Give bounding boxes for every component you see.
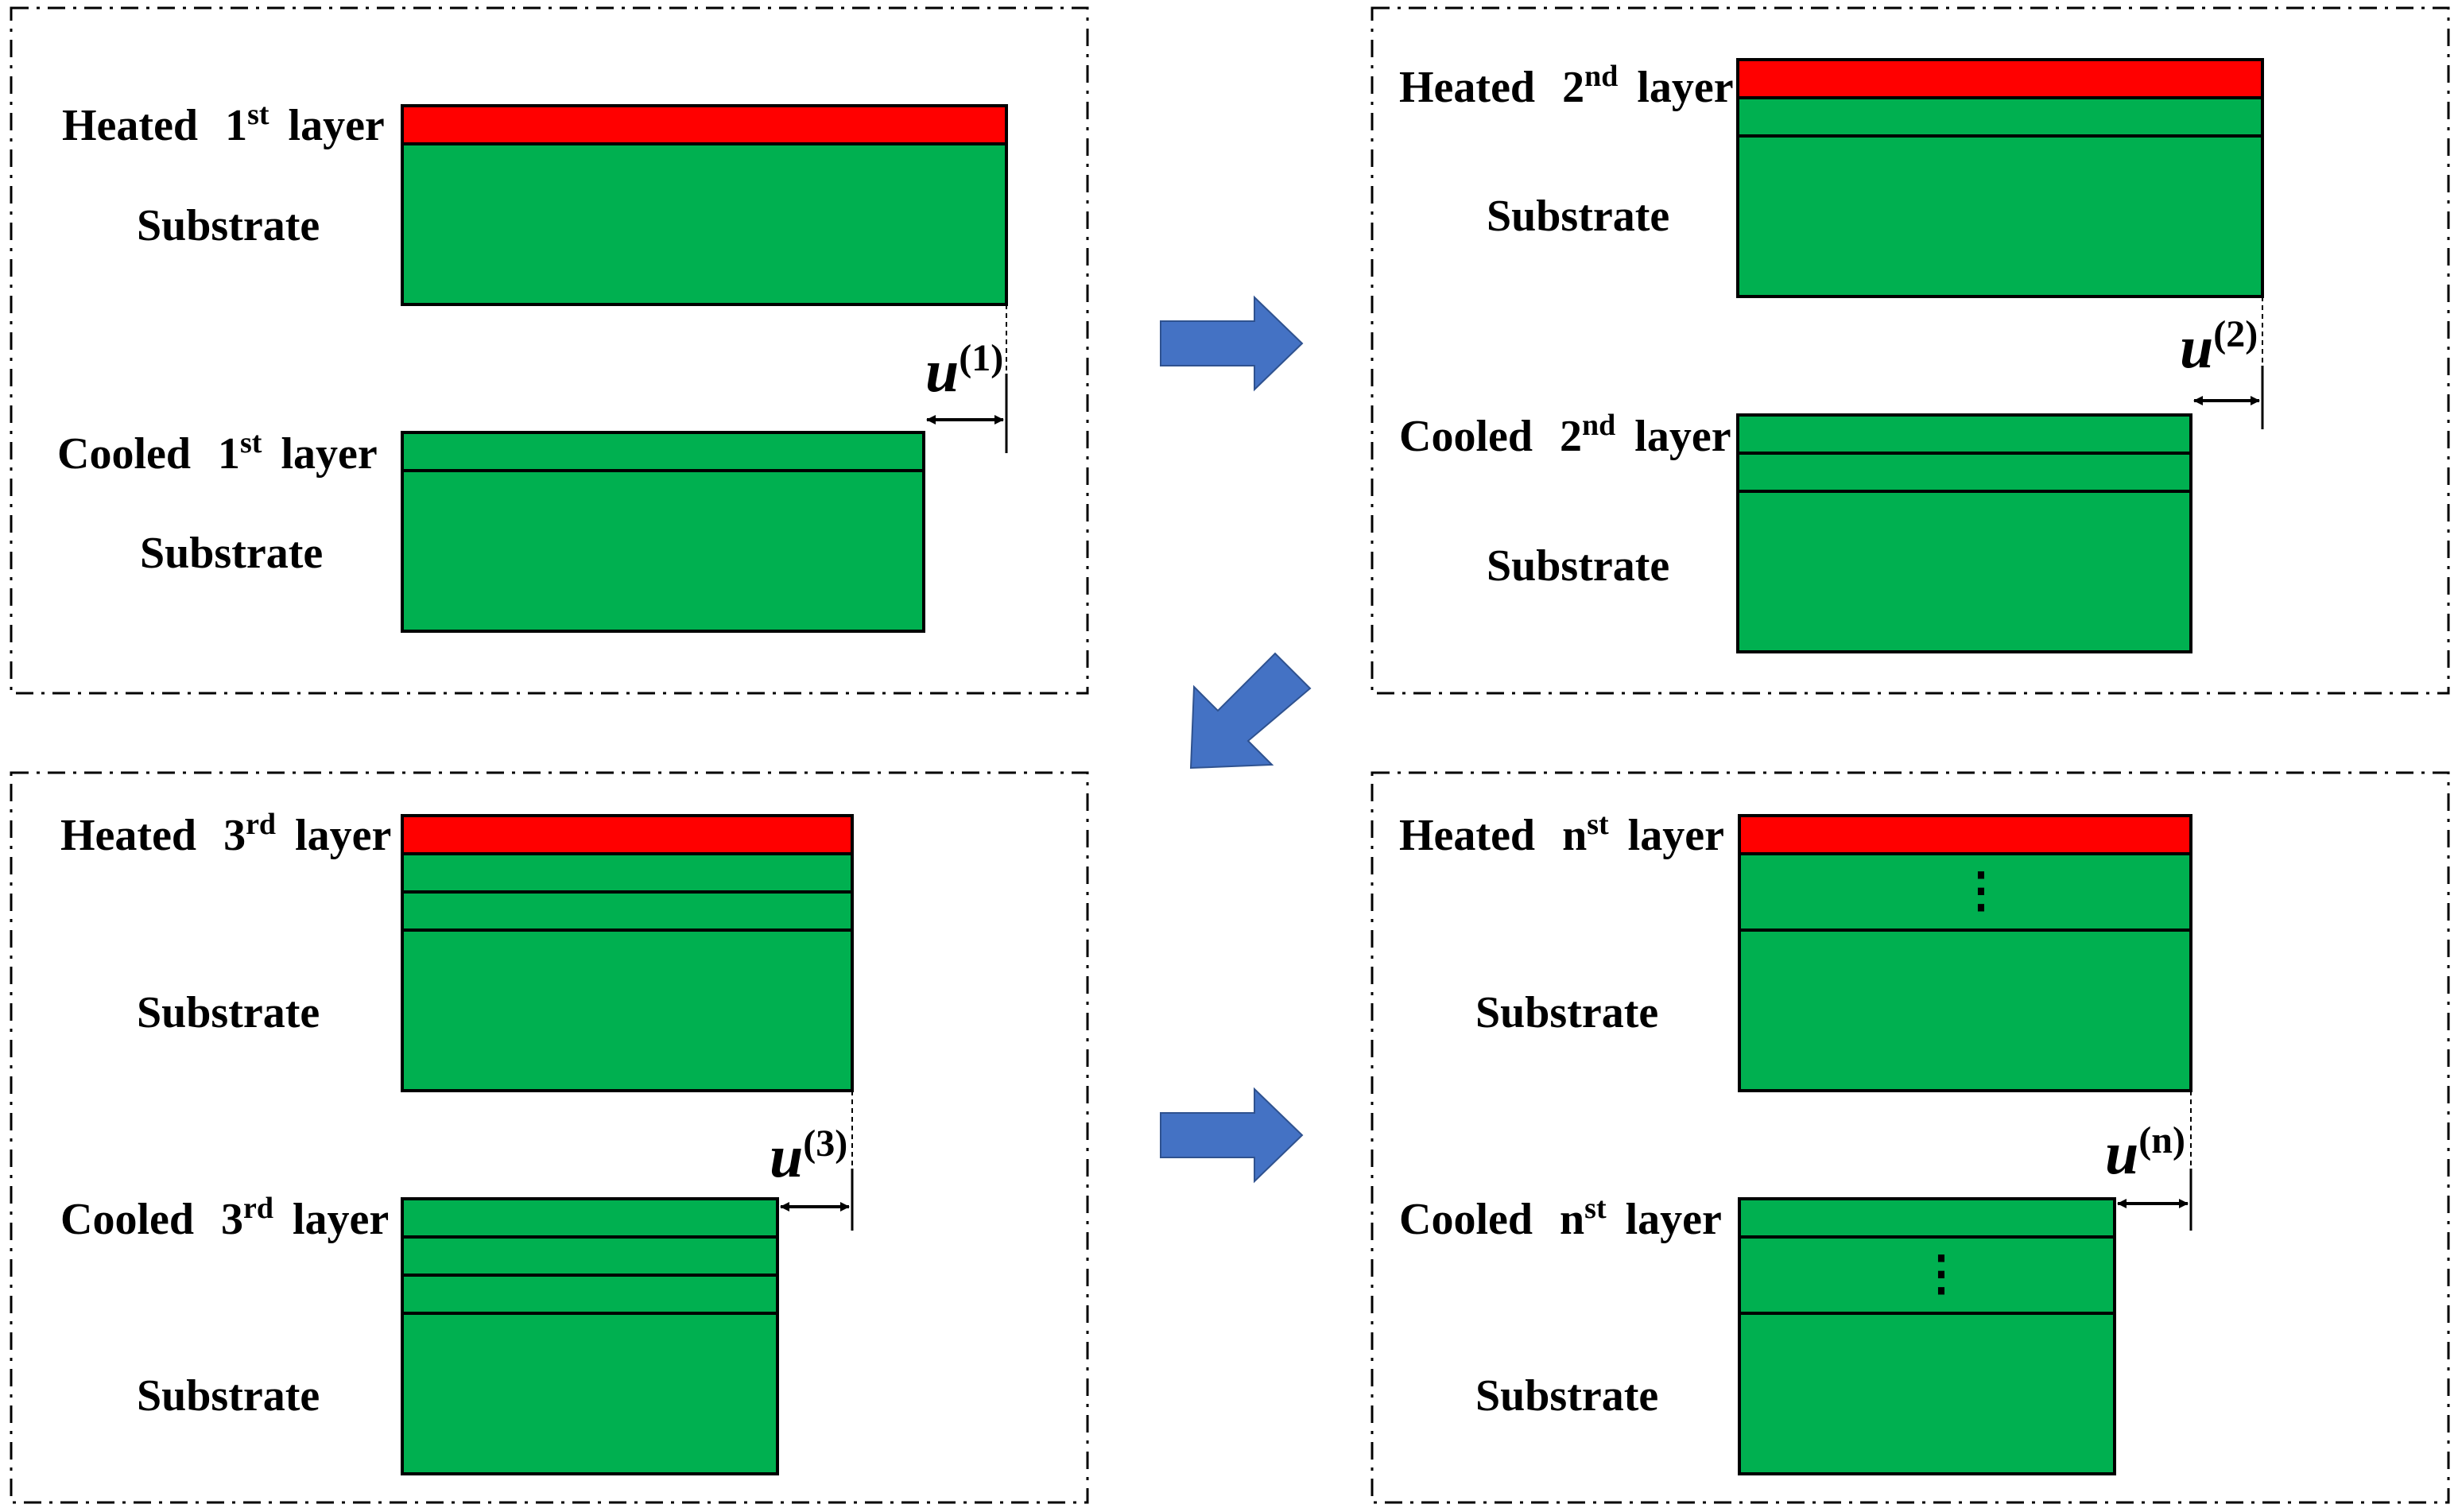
heated-label-ordinal-suffix: st [247,98,269,131]
cooled-label-word: layer [293,1195,389,1244]
flow-arrow-right-bottom [1160,1087,1304,1184]
substrate-block [1738,1312,2116,1475]
substrate-block [401,142,1008,306]
cooled-label-prefix: Cooled [1399,412,1533,461]
ellipsis-vertical: ⋮ [1957,864,2005,917]
shrinkage-index: (3) [803,1122,847,1165]
cooled-layer [1736,413,2192,455]
shrinkage-index: (n) [2138,1119,2185,1161]
substrate-label: Substrate [1475,1371,1658,1421]
substrate-block [401,929,854,1092]
cooled-label-prefix: Cooled [1399,1195,1533,1244]
deposited-layer [401,1235,779,1277]
panel-4: ⋮ ⋮ Heated nst layer Substrate Cooled ns… [1399,795,2192,1475]
deposited-layers-stack [1738,852,2192,932]
shrinkage-symbol: u [2180,314,2213,381]
heated-layer [1738,814,2192,855]
svg-text:u(1): u(1) [925,337,1003,405]
panel-1-frame [10,6,1089,695]
cooled-label-ordinal: 3 [221,1195,243,1244]
cooled-label-prefix: Cooled [60,1195,194,1244]
heated-layer [401,814,854,855]
heated-label-word: layer [1628,811,1724,860]
svg-text:Heated 3rd layer: Heated 3rd layer [60,795,391,860]
substrate-block [1738,929,2192,1092]
cooled-layer [1738,1197,2116,1239]
substrate-block [401,469,925,633]
cooled-label-ordinal: 1 [218,429,240,479]
deposited-layer [401,852,854,894]
shrinkage-symbol: u [770,1123,803,1190]
heated-label-prefix: Heated [62,101,198,150]
deposited-layers-stack [1738,1235,2116,1315]
cooled-label-ordinal-suffix: rd [243,1192,273,1225]
svg-text:Cooled 2nd layer: Cooled 2nd layer [1399,396,1731,461]
substrate-label: Substrate [1487,541,1669,591]
cooled-label-word: layer [1634,412,1731,461]
cooled-label-word: layer [281,429,377,479]
deposited-layer [401,1274,779,1315]
deposited-layer [1736,452,2192,493]
heated-label-prefix: Heated [60,811,196,860]
svg-text:u(n): u(n) [2105,1119,2185,1187]
heated-label-ordinal-suffix: rd [246,808,276,841]
cooled-label-ordinal: 2 [1560,412,1582,461]
cooled-layer [401,431,925,472]
svg-text:Heated 2nd layer: Heated 2nd layer [1399,47,1734,112]
svg-text:Cooled 1st layer: Cooled 1st layer [57,413,378,479]
panel-1: Heated 1st layer Substrate Cooled 1st la… [57,85,1008,633]
substrate-label: Substrate [137,988,320,1037]
substrate-block [1736,490,2192,653]
deposited-layer [1736,96,2264,138]
svg-text:u(3): u(3) [770,1122,847,1190]
heated-label-word: layer [1637,63,1733,112]
cooled-layer [401,1197,779,1239]
heated-label-word: layer [295,811,391,860]
svg-text:Cooled nst layer: Cooled nst layer [1399,1179,1722,1244]
heated-label-ordinal-suffix: st [1587,808,1609,841]
panel-3-frame [10,771,1089,1504]
heated-label-ordinal: n [1562,811,1587,860]
shrinkage-symbol: u [925,338,959,405]
cooled-label-prefix: Cooled [57,429,191,479]
substrate-label: Substrate [137,1371,320,1421]
panel-2: Heated 2nd layer Substrate Cooled 2nd la… [1399,47,2264,653]
shrinkage-index: (1) [959,337,1003,379]
heated-label-ordinal: 1 [225,101,247,150]
svg-text:Cooled 3rd layer: Cooled 3rd layer [60,1179,389,1244]
heated-label-prefix: Heated [1399,811,1535,860]
heated-label-ordinal: 3 [223,811,246,860]
shrinkage-index: (2) [2213,313,2258,355]
svg-text:Heated nst layer: Heated nst layer [1399,795,1724,860]
heated-label-ordinal-suffix: nd [1584,60,1618,93]
cooled-label-ordinal-suffix: st [1584,1192,1607,1225]
cooled-label-ordinal-suffix: nd [1582,409,1615,442]
deposited-layer [401,890,854,932]
panel-4-frame [1371,771,2450,1504]
flow-arrow-down-left [1189,652,1312,770]
svg-text:Heated 1st layer: Heated 1st layer [62,85,385,150]
flow-arrow-right-top [1160,295,1304,392]
svg-text:u(2): u(2) [2180,313,2258,381]
heated-layer [401,104,1008,145]
substrate-block [1736,134,2264,298]
heated-label-ordinal: 2 [1562,63,1584,112]
cooled-label-word: layer [1626,1195,1722,1244]
heated-label-prefix: Heated [1399,63,1535,112]
panel-3: Heated 3rd layer Substrate Cooled 3rd la… [60,795,854,1475]
substrate-label: Substrate [137,201,320,250]
heated-label-word: layer [289,101,385,150]
cooled-label-ordinal-suffix: st [240,426,262,459]
heated-layer [1736,58,2264,99]
substrate-label: Substrate [140,529,323,578]
substrate-block [401,1312,779,1475]
cooled-label-ordinal: n [1560,1195,1584,1244]
substrate-label: Substrate [1475,988,1658,1037]
ellipsis-vertical: ⋮ [1917,1247,1965,1300]
panel-2-frame [1371,6,2450,695]
shrinkage-symbol: u [2105,1120,2138,1187]
substrate-label: Substrate [1487,192,1669,241]
